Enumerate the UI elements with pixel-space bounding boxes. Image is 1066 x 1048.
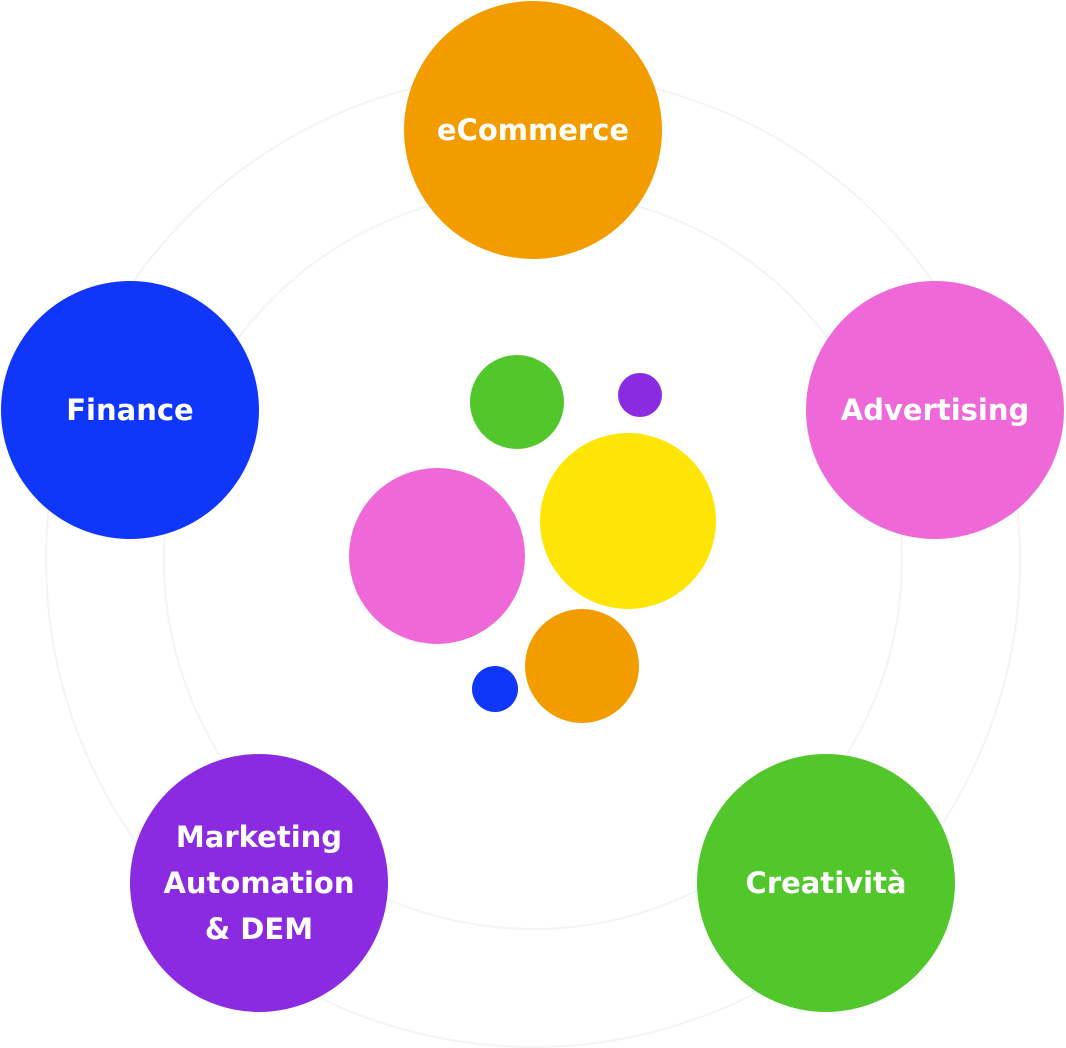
node-ecommerce[interactable]: eCommerce	[404, 1, 662, 259]
bubble-yellow	[540, 433, 716, 609]
node-marketing-automation[interactable]: Marketing Automation & DEM	[130, 754, 388, 1012]
node-advertising[interactable]: Advertising	[806, 281, 1064, 539]
bubble-orange	[525, 609, 639, 723]
node-label: Finance	[66, 393, 194, 427]
node-label: eCommerce	[436, 113, 630, 147]
node-creativita[interactable]: Creatività	[697, 754, 955, 1012]
node-label: Creatività	[745, 866, 907, 900]
bubble-pink	[349, 468, 525, 644]
node-finance[interactable]: Finance	[1, 281, 259, 539]
node-label: Advertising	[840, 393, 1030, 427]
bubble-blue	[472, 666, 518, 712]
bubble-green	[470, 355, 564, 449]
node-label: Marketing Automation & DEM	[163, 820, 355, 946]
bubble-purple	[618, 373, 662, 417]
